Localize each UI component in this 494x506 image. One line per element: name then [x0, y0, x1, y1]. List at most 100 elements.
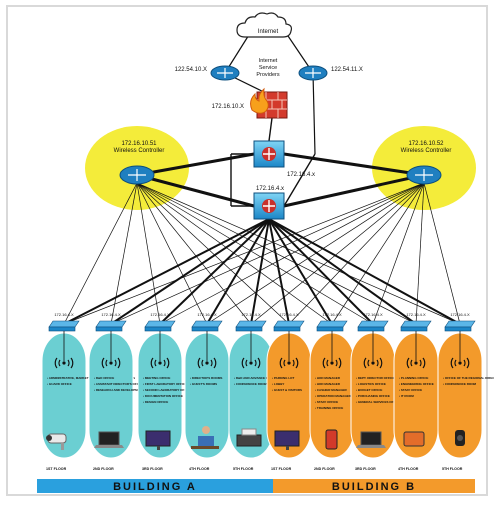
floor-room-item: • TRAINING OFFICE	[315, 406, 343, 410]
wifi-access-point-icon	[150, 357, 170, 369]
link-core-floor-0	[63, 218, 270, 325]
connection-lines	[63, 29, 461, 325]
wifi-access-point-icon	[406, 357, 426, 369]
link-core-floor-6	[268, 218, 333, 325]
floor-room-item: • ENGINEERING OFFICE	[399, 382, 434, 386]
person-at-desk-icon	[191, 426, 219, 449]
isp-label-line2: Service	[259, 65, 277, 71]
printer-icon	[236, 428, 262, 447]
wifi-access-point-icon	[363, 357, 383, 369]
floor-column-7: 172.16.4.X• DEPT. DIRECTOR OFFICE• LOGIS…	[350, 312, 400, 471]
link-wc-left-floor-8	[136, 182, 417, 325]
floor-column-2: 172.16.4.X• MEETING OFFICE• FIRST LABORA…	[137, 312, 191, 471]
link-wc-right-floor-0	[63, 182, 425, 325]
floor-label: 1ST FLOOR	[271, 467, 292, 471]
building-a-bar	[37, 479, 273, 493]
access-switch-ip: 172.16.4.X	[406, 312, 426, 317]
access-switch-icon	[273, 320, 305, 332]
floor-room-item: • ASSISTANT DIRECTOR'S OFFICE	[94, 382, 144, 386]
link-core-floor-2	[159, 218, 270, 325]
floor-room-item: • HOD MANAGER	[315, 376, 341, 380]
access-switch-ip: 172.16.4.X	[279, 312, 299, 317]
floor-column-9: 172.16.4.X• OFFICE OF THE REGIONAL DIREC…	[437, 312, 494, 471]
link-core-cross	[283, 153, 316, 207]
building-a-name: BUILDING A	[113, 481, 197, 493]
floor-room-item: • FIRST LABORATORY OFFICE	[143, 382, 187, 386]
link-wc-right-floor-9	[423, 182, 461, 325]
floor-column-6: 172.16.4.X• HOD MANAGER• HOD MANAGER• CA…	[309, 312, 355, 471]
link-wc-right-floor-2	[159, 182, 425, 325]
link-isp-right-core	[312, 72, 316, 155]
floor-column-0: 172.16.4.X• ADMINISTRATIVE, MARKETING AN…	[41, 312, 135, 471]
link-wc-left-floor-1	[110, 182, 138, 325]
link-wc-right-floor-5	[288, 182, 425, 325]
floor-room-item: • IT ROOM	[399, 394, 414, 398]
link-wc-left-floor-2	[136, 182, 161, 325]
floor-room-item: • DOCUMENTATION OFFICE	[143, 394, 183, 398]
core-switch-lower-ip: 172.16.4.x	[256, 186, 284, 192]
link-core-floor-8	[268, 218, 417, 325]
access-switch-ip: 172.16.4.X	[450, 312, 470, 317]
floor-label: 4TH FLOOR	[398, 467, 419, 471]
wireless-controller-right-label: Wireless Controller	[401, 148, 452, 154]
floor-room-item: • DESIGN OFFICE	[143, 400, 168, 404]
floor-room-item: • LOBBY	[272, 382, 284, 386]
floor-label: 2ND FLOOR	[314, 467, 335, 471]
wireless-controller-right-ip: 172.16.10.52	[408, 141, 444, 147]
building-b-bar	[273, 479, 475, 493]
internet-label: Internet	[258, 29, 279, 35]
floor-column-5: 172.16.4.X• PARKING LOT• LOBBY• GUEST & …	[266, 312, 312, 471]
floor-column-1: 172.16.4.X• R&D OFFICE• ASSISTANT DIRECT…	[88, 312, 155, 471]
wifi-access-point-icon	[101, 357, 121, 369]
wifi-access-point-icon	[197, 357, 217, 369]
access-switch-ip: 172.16.4.X	[54, 312, 74, 317]
floor-label: 5TH FLOOR	[442, 467, 463, 471]
access-switch-icon	[400, 320, 432, 332]
cctv-camera-icon	[46, 433, 67, 450]
wireless-controller-left-label: Wireless Controller	[114, 148, 165, 154]
floor-label: 2ND FLOOR	[93, 467, 114, 471]
monitor-icon	[274, 430, 300, 450]
floor-room-item: • CONFERENCE ROOM	[443, 382, 477, 386]
monitor-icon	[145, 430, 171, 450]
link-core-floor-7	[268, 218, 374, 325]
internet-cloud-icon	[236, 12, 293, 38]
floor-room-item: • GUARD OFFICE	[47, 382, 72, 386]
link-core-floor-9	[268, 218, 461, 325]
link-wc-left-floor-9	[136, 182, 461, 325]
wifi-access-point-icon	[322, 357, 342, 369]
link-core-floor-3	[206, 218, 270, 325]
access-switch-ip: 172.16.4.X	[197, 312, 217, 317]
floor-room-item: • STAFF OFFICE	[315, 400, 338, 404]
link-wc-right-floor-3	[206, 182, 425, 325]
floor-room-item: • DIRECTOR'S ROOMS	[190, 376, 222, 380]
phone-icon	[325, 429, 338, 450]
floor-room-item: • STAFF OFFICE	[399, 388, 422, 392]
floor-label: 1ST FLOOR	[46, 467, 67, 471]
link-wc-left-floor-4	[136, 182, 252, 325]
core-switch-lower-icon	[253, 192, 285, 220]
access-switch-icon	[191, 320, 223, 332]
link-wc-right-floor-6	[331, 182, 425, 325]
floor-room-item: • SECOND LABORATORY OFFICE	[143, 388, 191, 392]
tablet-icon	[403, 431, 425, 447]
floor-room-item: • GENERAL SERVICES OFFICE	[356, 400, 400, 404]
isp-router-left-icon	[210, 65, 240, 81]
link-core1-wc-left	[136, 152, 255, 177]
link-firewall-core	[268, 117, 273, 142]
floor-room-item: • DEPT. DIRECTOR OFFICE	[356, 376, 395, 380]
access-switch-icon	[95, 320, 127, 332]
access-switch-ip: 172.16.4.X	[363, 312, 383, 317]
access-switch-ip: 172.16.4.X	[150, 312, 170, 317]
floor-columns: 172.16.4.X• ADMINISTRATIVE, MARKETING AN…	[41, 312, 494, 471]
building-b-name: BUILDING B	[332, 481, 416, 493]
link-core-floor-4	[250, 218, 270, 325]
firewall-icon	[250, 87, 288, 119]
access-switch-ip: 172.16.4.X	[241, 312, 261, 317]
link-wc-left-floor-0	[63, 182, 138, 325]
isp-label-line3: Providers	[256, 72, 279, 78]
link-core-floor-5	[268, 218, 290, 325]
link-core1-wc-right	[283, 152, 425, 177]
firewall-ip: 172.16.10.X	[212, 104, 244, 110]
wifi-access-point-icon	[279, 357, 299, 369]
